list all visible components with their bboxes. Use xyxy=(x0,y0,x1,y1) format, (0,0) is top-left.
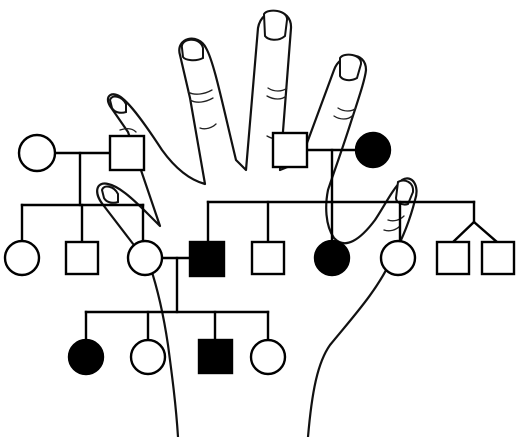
g2-male-3 xyxy=(250,240,286,276)
g2-female-4 xyxy=(379,239,417,277)
generation-1 xyxy=(17,131,392,173)
twin-branch-a xyxy=(451,220,476,244)
g2-male-2 xyxy=(188,240,226,278)
hand-drawing xyxy=(96,9,418,437)
pedigree-lines xyxy=(20,148,499,342)
g2-female-3 xyxy=(313,239,351,277)
g2-female-2 xyxy=(126,239,164,277)
index-fingernail xyxy=(180,38,204,62)
g1-female-right xyxy=(354,131,392,169)
pinky-fingernail xyxy=(108,95,127,114)
g3-female-3 xyxy=(249,338,287,376)
g1-male-left xyxy=(108,134,146,172)
sixth-digit-fingernail xyxy=(100,185,119,204)
g2-male-1 xyxy=(64,240,100,276)
g3-female-1 xyxy=(67,338,105,376)
g2-female-1 xyxy=(3,239,41,277)
generation-3 xyxy=(67,338,287,376)
g2-male-twin-a xyxy=(435,240,471,276)
g3-male-1 xyxy=(197,338,234,375)
thumb-fingernail xyxy=(394,179,415,206)
g1-female-left xyxy=(17,133,57,173)
middle-fingernail xyxy=(262,9,288,41)
g1-male-right xyxy=(271,131,309,169)
g2-male-twin-b xyxy=(480,240,516,276)
g3-female-2 xyxy=(129,338,167,376)
generation-2 xyxy=(3,239,516,278)
twin-branch-b xyxy=(472,220,499,244)
ring-fingernail xyxy=(339,53,362,82)
